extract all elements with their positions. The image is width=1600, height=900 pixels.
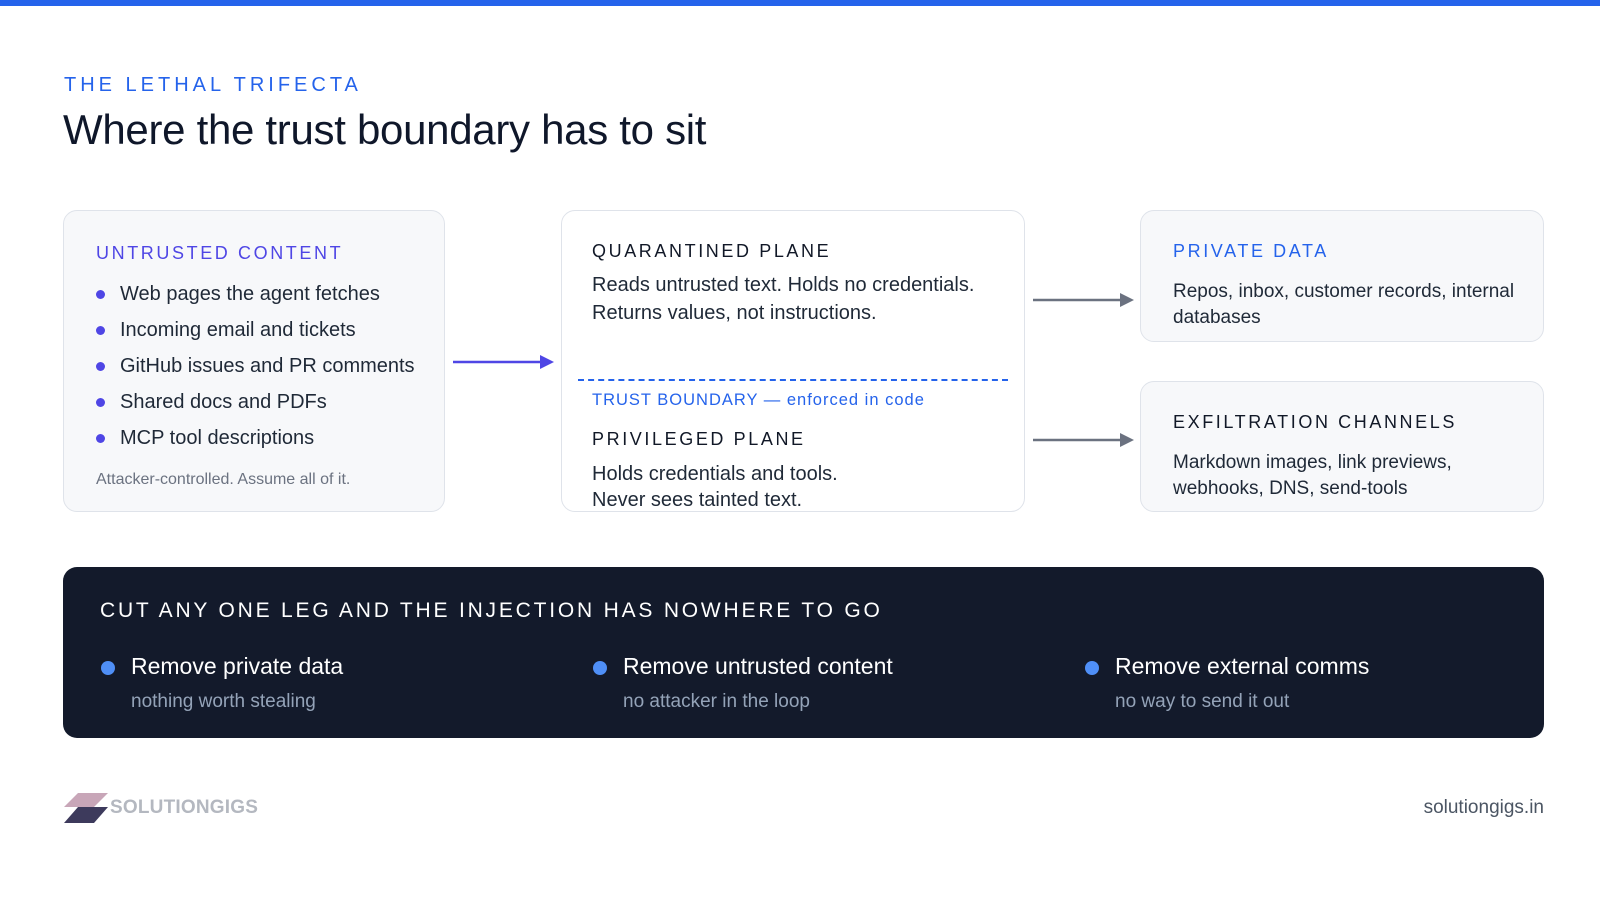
list-item-text: GitHub issues and PR comments — [120, 355, 415, 377]
bullet-dot-icon — [593, 661, 607, 675]
bullet-dot-icon — [96, 362, 105, 371]
eyebrow-label: THE LETHAL TRIFECTA — [64, 74, 362, 96]
arrow-right-icon — [1033, 293, 1134, 307]
arrow-right-icon — [453, 355, 554, 369]
mitigation-subtitle: no way to send it out — [1115, 691, 1290, 712]
brand-wordmark: SOLUTIONGIGS — [110, 797, 259, 818]
bullet-dot-icon — [1085, 661, 1099, 675]
privileged-plane-line: Holds credentials and tools. — [592, 463, 838, 485]
bullet-dot-icon — [96, 434, 105, 443]
mitigation-title: Remove untrusted content — [623, 653, 893, 679]
bullet-dot-icon — [96, 398, 105, 407]
list-item-text: MCP tool descriptions — [120, 427, 315, 449]
quarantined-plane-label: QUARANTINED PLANE — [592, 241, 832, 261]
mitigation-subtitle: no attacker in the loop — [623, 691, 810, 712]
brand-logo: SOLUTIONGIGS — [64, 793, 258, 823]
list-item-text: Web pages the agent fetches — [120, 283, 380, 305]
planes-card: QUARANTINED PLANE Reads untrusted text. … — [561, 210, 1025, 512]
untrusted-note: Attacker-controlled. Assume all of it. — [96, 471, 351, 488]
banner-heading: CUT ANY ONE LEG AND THE INJECTION HAS NO… — [100, 599, 883, 622]
list-item: Shared docs and PDFs — [96, 389, 415, 425]
top-accent-bar — [0, 0, 1600, 6]
bullet-dot-icon — [96, 326, 105, 335]
private-data-card: PRIVATE DATA Repos, inbox, customer reco… — [1140, 210, 1544, 342]
list-item-text: Shared docs and PDFs — [120, 391, 327, 413]
list-item: Incoming email and tickets — [96, 317, 415, 353]
arrow-right-icon — [1033, 433, 1134, 447]
quarantined-plane-text: Reads untrusted text. Holds no credentia… — [592, 274, 975, 324]
untrusted-content-card: UNTRUSTED CONTENT Web pages the agent fe… — [63, 210, 445, 512]
privileged-plane-label: PRIVILEGED PLANE — [592, 429, 806, 449]
list-item: GitHub issues and PR comments — [96, 353, 415, 389]
exfiltration-channels-text: Markdown images, link previews, webhooks… — [1173, 452, 1452, 499]
mitigation-title: Remove private data — [131, 653, 344, 679]
solutiongigs-logo-icon — [64, 793, 108, 823]
untrusted-source-list: Web pages the agent fetches Incoming ema… — [96, 281, 415, 461]
untrusted-content-label: UNTRUSTED CONTENT — [96, 243, 344, 263]
privileged-plane-line: Never sees tainted text. — [592, 489, 803, 511]
privileged-plane-text: Holds credentials and tools. Never sees … — [592, 461, 1002, 513]
trust-boundary-label: TRUST BOUNDARY — enforced in code — [592, 391, 925, 409]
mitigation-subtitle: nothing worth stealing — [131, 691, 316, 712]
mitigation-title: Remove external comms — [1115, 653, 1370, 679]
list-item: Web pages the agent fetches — [96, 281, 415, 317]
bullet-dot-icon — [101, 661, 115, 675]
bullet-dot-icon — [96, 290, 105, 299]
page-title: Where the trust boundary has to sit — [63, 106, 707, 153]
site-url: solutiongigs.in — [1423, 797, 1544, 818]
exfiltration-channels-label: EXFILTRATION CHANNELS — [1173, 412, 1457, 432]
trust-boundary-line — [578, 379, 1008, 381]
private-data-label: PRIVATE DATA — [1173, 241, 1329, 261]
mitigation-banner: CUT ANY ONE LEG AND THE INJECTION HAS NO… — [63, 567, 1544, 738]
list-item-text: Incoming email and tickets — [120, 319, 356, 341]
list-item: MCP tool descriptions — [96, 425, 415, 461]
private-data-text: Repos, inbox, customer records, internal… — [1173, 281, 1515, 328]
exfiltration-channels-card: EXFILTRATION CHANNELS Markdown images, l… — [1140, 381, 1544, 512]
